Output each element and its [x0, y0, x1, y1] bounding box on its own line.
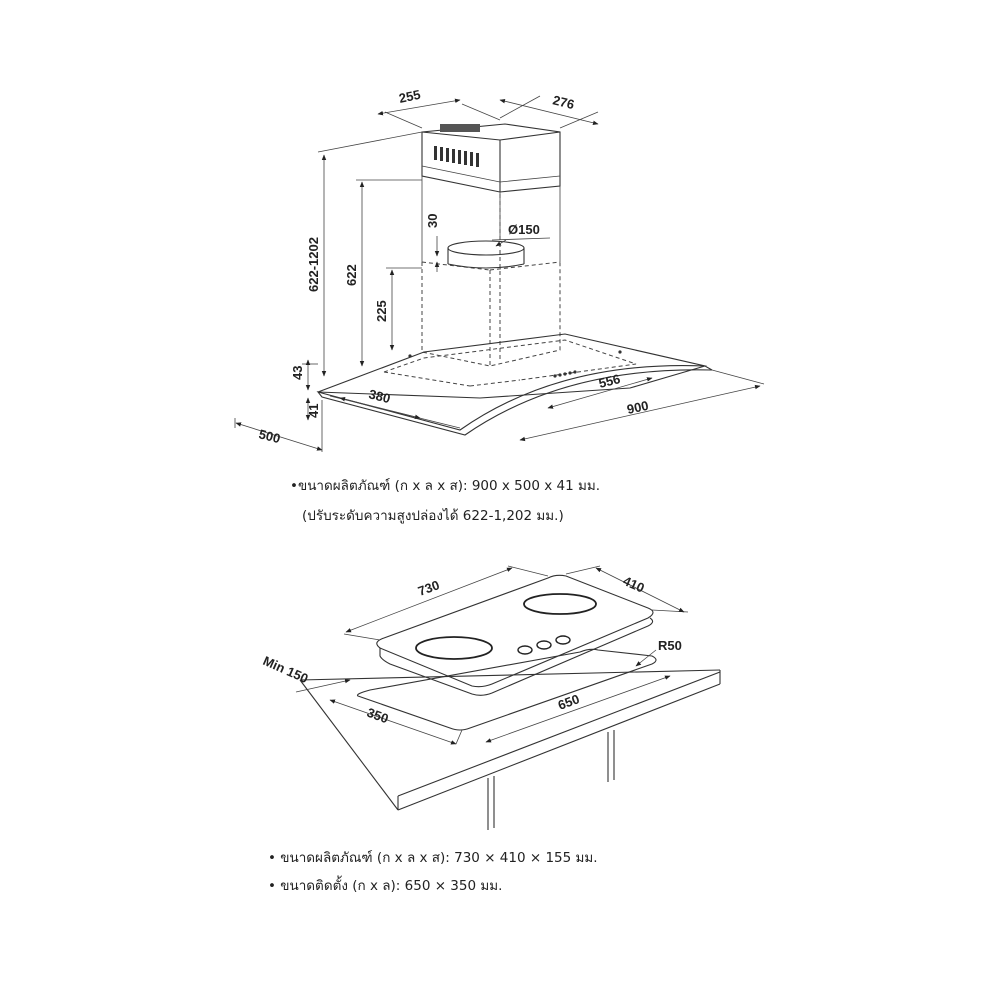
dim-height-range: 622-1202 [306, 237, 321, 292]
hood-dimension-lines [234, 95, 765, 452]
knob-icon [555, 635, 571, 645]
dim-inner-height: 225 [374, 300, 389, 322]
dim-min-clearance: Min 150 [261, 653, 311, 686]
chimney-top [421, 123, 561, 193]
dim-corner-radius: R50 [658, 638, 682, 653]
dim-chimney-depth: 276 [551, 92, 576, 112]
dim-canopy-height: 43 [290, 366, 305, 380]
hood-height-note: (ปรับระดับความสูงปล่องได้ 622-1,202 มม.) [302, 508, 564, 524]
dim-side-depth: 380 [367, 386, 392, 406]
hob-dimension-lines [295, 565, 689, 745]
dim-cutout-depth: 350 [365, 705, 391, 727]
dim-pipe-offset: 30 [425, 214, 440, 228]
dim-width: 900 [626, 398, 650, 417]
hob-size-note: • ขนาดผลิตภัณฑ์ (ก x ล x ส): 730 × 410 ×… [268, 850, 598, 866]
dim-depth: 500 [257, 426, 282, 446]
dim-duct-diameter: Ø150 [508, 222, 540, 237]
dim-cutout-width: 650 [556, 691, 582, 713]
knob-icon [536, 640, 552, 650]
dim-glass-thickness: 41 [306, 404, 321, 418]
hood-dimension-labels: 255 276 622-1202 622 30 Ø150 225 43 41 5… [257, 87, 650, 446]
dim-hob-width: 730 [416, 577, 442, 599]
dim-chimney-height: 622 [344, 264, 359, 286]
vent-slots-icon [434, 146, 479, 167]
hood-size-note: •ขนาดผลิตภัณฑ์ (ก x ล x ส): 900 x 500 x … [290, 478, 601, 494]
knob-icon [517, 645, 533, 655]
dim-hob-depth: 410 [621, 573, 647, 596]
left-burner-icon [415, 636, 493, 660]
dim-chimney-width: 255 [398, 87, 422, 106]
hob-drawing: 730 410 R50 Min 150 350 650 [261, 565, 721, 830]
duct-outlet [447, 240, 525, 269]
hob-install-note: • ขนาดติดตั้ง (ก x ล): 650 × 350 มม. [268, 878, 503, 894]
dim-inner-width: 556 [597, 371, 622, 391]
right-burner-icon [523, 593, 597, 615]
range-hood-drawing: 255 276 622-1202 622 30 Ø150 225 43 41 5… [234, 87, 765, 452]
